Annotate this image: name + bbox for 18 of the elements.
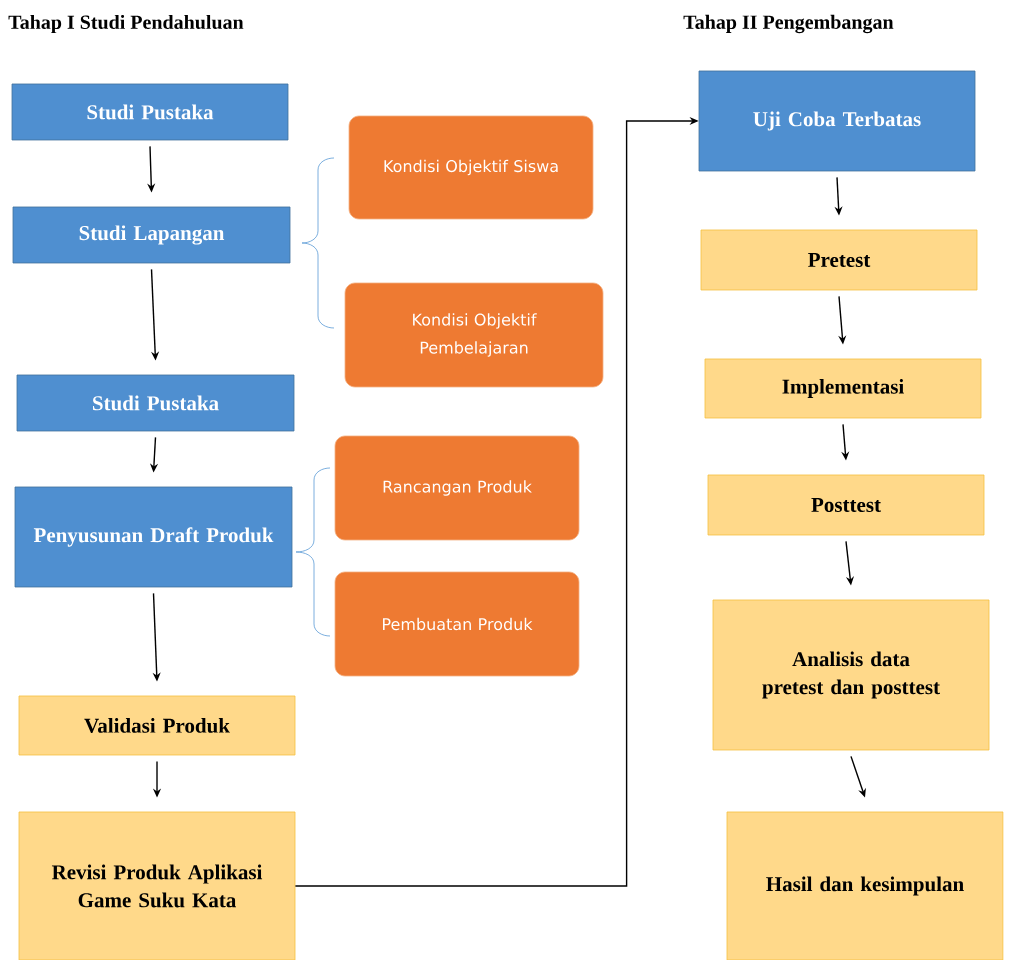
- process-box: Hasil dan kesimpulan: [726, 811, 1004, 960]
- process-box: Pembuatan Produk: [334, 571, 580, 677]
- process-box: Revisi Produk Aplikasi Game Suku Kata: [18, 811, 296, 960]
- process-box: Kondisi Objektif Pembelajaran: [344, 282, 604, 388]
- process-box: Rancangan Produk: [334, 435, 580, 541]
- process-box: Studi Pustaka: [16, 374, 295, 432]
- process-box: Studi Lapangan: [12, 206, 291, 264]
- process-box: Studi Pustaka: [11, 83, 289, 141]
- process-box: Posttest: [707, 474, 985, 536]
- process-box: Analisis data pretest dan posttest: [712, 599, 990, 751]
- process-box: Validasi Produk: [18, 695, 296, 756]
- process-box: Penyusunan Draft Produk: [14, 486, 293, 588]
- heading: Tahap I Studi Pendahuluan: [8, 14, 244, 34]
- process-box: Implementasi: [704, 358, 982, 419]
- heading: Tahap II Pengembangan: [683, 14, 894, 34]
- process-box: Pretest: [700, 229, 978, 291]
- process-box: Uji Coba Terbatas: [698, 70, 976, 172]
- process-box: Kondisi Objektif Siswa: [348, 115, 594, 220]
